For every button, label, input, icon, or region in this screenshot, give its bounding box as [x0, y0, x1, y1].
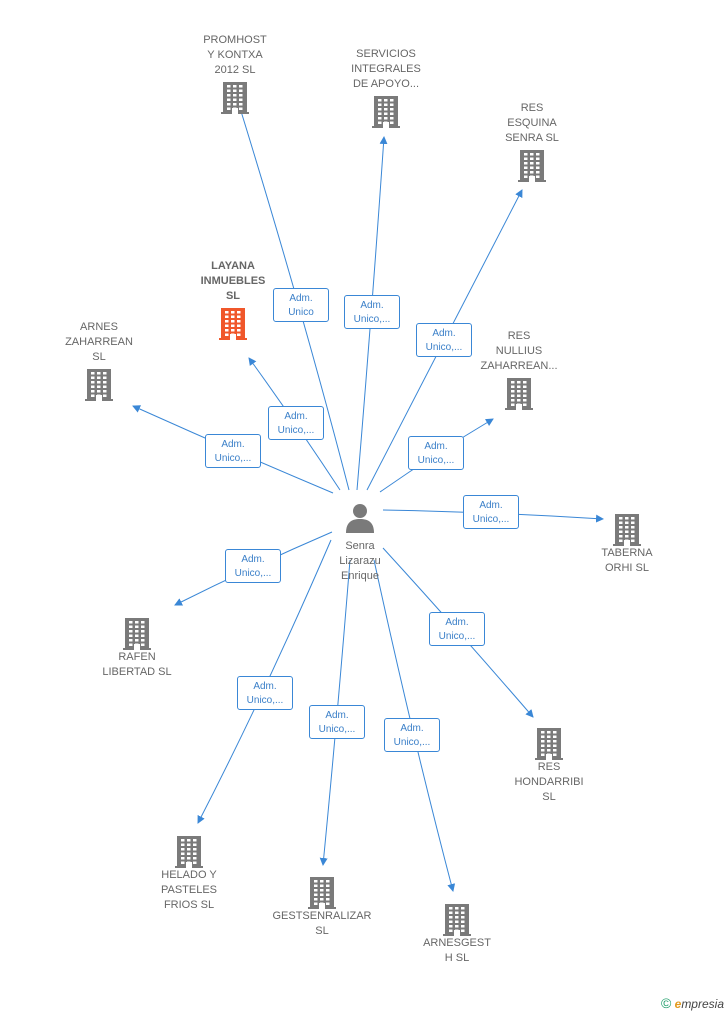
building-icon: [464, 376, 574, 410]
building-icon: [82, 616, 192, 650]
company-node-res-nullius[interactable]: RES NULLIUS ZAHARREAN...: [464, 329, 574, 410]
company-node-arnes-zaharrean[interactable]: ARNES ZAHARREAN SL: [44, 320, 154, 401]
person-icon: [346, 504, 374, 533]
building-icon: [134, 834, 244, 868]
company-node-res-esquina[interactable]: RES ESQUINA SENRA SL: [477, 101, 587, 182]
company-name: ARNESGEST H SL: [423, 937, 491, 964]
building-icon: [180, 80, 290, 114]
copyright-icon: ©: [660, 995, 672, 1011]
role-label-taberna[interactable]: Adm. Unico,...: [463, 495, 519, 529]
company-name: HELADO Y PASTELES FRIOS SL: [160, 869, 218, 911]
person-name: Senra Lizarazu Enrique: [339, 540, 381, 582]
brand-logo: © empresia: [661, 995, 724, 1011]
role-label-res-esquina[interactable]: Adm. Unico,...: [416, 323, 472, 357]
building-icon: [494, 726, 604, 760]
company-node-promhost[interactable]: PROMHOST Y KONTXA 2012 SL: [180, 33, 290, 114]
company-name: PROMHOST Y KONTXA 2012 SL: [203, 34, 267, 76]
building-icon: [178, 306, 288, 340]
company-name: RES ESQUINA SENRA SL: [505, 102, 559, 144]
company-name: RES HONDARRIBI SL: [514, 761, 584, 803]
building-icon: [402, 902, 512, 936]
company-node-taberna[interactable]: TABERNA ORHI SL: [572, 510, 682, 576]
company-node-arnesgest[interactable]: ARNESGEST H SL: [402, 900, 512, 966]
role-label-promhost[interactable]: Adm. Unico: [273, 288, 329, 322]
company-node-rafen[interactable]: RAFEN LIBERTAD SL: [82, 614, 192, 680]
role-label-res-hondarribi[interactable]: Adm. Unico,...: [429, 612, 485, 646]
company-name: LAYANA INMUEBLES SL: [200, 260, 266, 302]
company-node-servicios[interactable]: SERVICIOS INTEGRALES DE APOYO...: [331, 47, 441, 128]
company-node-gestsenralizar[interactable]: GESTSENRALIZAR SL: [267, 873, 377, 939]
role-label-arnes-zaharrean[interactable]: Adm. Unico,...: [205, 434, 261, 468]
company-name: SERVICIOS INTEGRALES DE APOYO...: [351, 48, 421, 90]
role-label-gestsenralizar[interactable]: Adm. Unico,...: [309, 705, 365, 739]
building-icon: [331, 94, 441, 128]
role-label-servicios[interactable]: Adm. Unico,...: [344, 295, 400, 329]
role-label-res-nullius[interactable]: Adm. Unico,...: [408, 436, 464, 470]
company-name: TABERNA ORHI SL: [601, 547, 653, 574]
company-node-res-hondarribi[interactable]: RES HONDARRIBI SL: [494, 724, 604, 805]
company-name: GESTSENRALIZAR SL: [272, 910, 372, 937]
building-icon: [572, 512, 682, 546]
company-node-layana[interactable]: LAYANA INMUEBLES SL: [178, 259, 288, 340]
company-node-helado[interactable]: HELADO Y PASTELES FRIOS SL: [134, 832, 244, 913]
person-node[interactable]: Senra Lizarazu Enrique: [320, 500, 400, 584]
role-label-layana[interactable]: Adm. Unico,...: [268, 406, 324, 440]
building-icon: [44, 367, 154, 401]
brand-name: mpresia: [681, 997, 724, 1011]
company-name: ARNES ZAHARREAN SL: [65, 321, 133, 363]
company-name: RES NULLIUS ZAHARREAN...: [480, 330, 558, 372]
role-label-helado[interactable]: Adm. Unico,...: [237, 676, 293, 710]
role-label-rafen[interactable]: Adm. Unico,...: [225, 549, 281, 583]
role-label-arnesgest[interactable]: Adm. Unico,...: [384, 718, 440, 752]
building-icon: [267, 875, 377, 909]
company-name: RAFEN LIBERTAD SL: [102, 651, 172, 678]
brand-initial: e: [674, 997, 682, 1011]
building-icon: [477, 148, 587, 182]
